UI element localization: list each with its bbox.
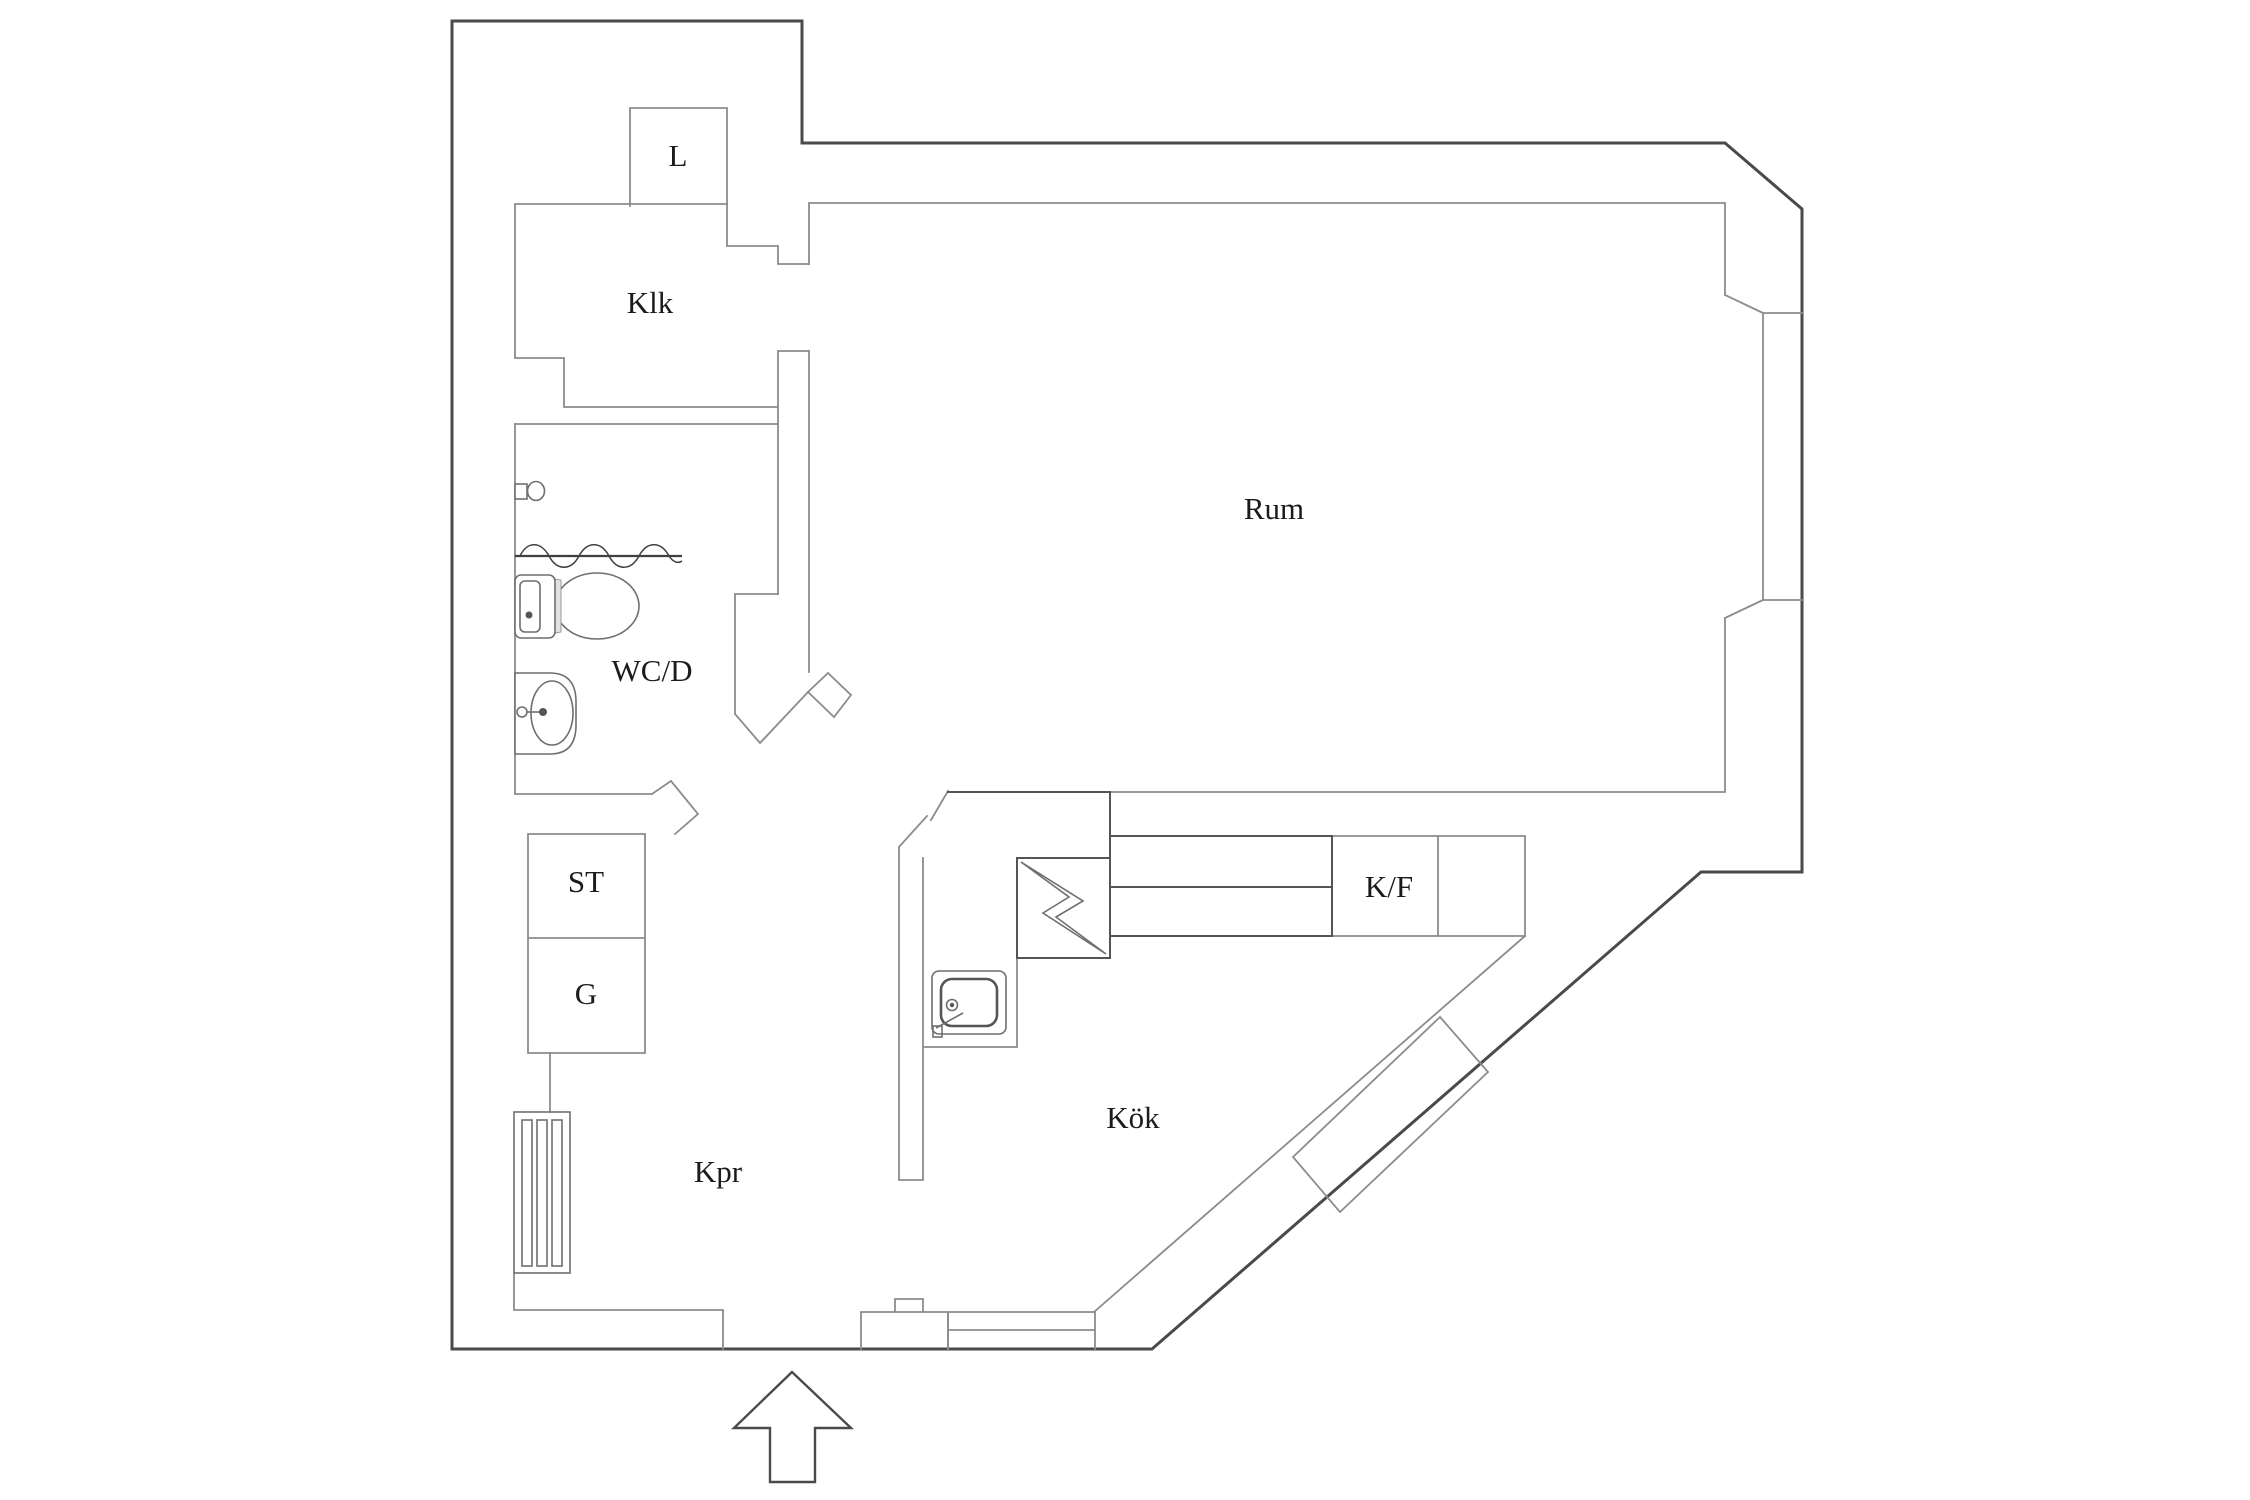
entrance-arrow-shape: [731, 1370, 855, 1484]
washbasin-tap-knob: [539, 708, 547, 716]
window-diagonal-wall: [1291, 1015, 1490, 1214]
entrance-arrow-icon: [731, 1370, 855, 1484]
room-label-rum: Rum: [1244, 491, 1304, 526]
wall-kitchen: [897, 789, 1018, 1181]
room-labels: L Klk Rum WC/D ST G Kpr Kök K/F: [568, 138, 1413, 1189]
shower-head-fixture: [514, 480, 546, 502]
wcd-fixtures: [514, 480, 683, 755]
room-label-g: G: [575, 976, 597, 1011]
toilet-tank-lid: [519, 580, 541, 633]
room-label-wcd: WC/D: [612, 653, 693, 688]
room-label-klk: Klk: [627, 285, 674, 320]
room-label-kok: Kök: [1106, 1100, 1160, 1135]
shower-head-base: [514, 483, 528, 500]
outer-boundary: [450, 19, 1804, 1351]
closets-st-g: [527, 833, 646, 1113]
radiator-frame: [513, 1111, 571, 1274]
wall-klk: [514, 203, 810, 595]
kitchen-fixtures: [931, 791, 1333, 1038]
shower-curtain: [515, 544, 683, 568]
shower-head-knob: [526, 480, 546, 502]
toilet-fixture: [514, 572, 640, 640]
wall-wcd: [514, 423, 810, 836]
washbasin-bowl: [530, 680, 574, 746]
kitchen-faucet-base: [932, 1025, 943, 1038]
door-leaf-rum: [806, 671, 853, 719]
shower-curtain-wave: [519, 544, 683, 568]
washbasin-fixture: [514, 672, 577, 755]
room-label-kpr: Kpr: [694, 1154, 743, 1189]
kitchen-sink-basin: [939, 977, 999, 1028]
kitchen-sink-outer: [931, 970, 1007, 1035]
wall-rum: [808, 202, 1803, 793]
toilet-flush-button: [525, 611, 533, 619]
room-label-kf: K/F: [1365, 869, 1413, 904]
wall-entry-bottom: [513, 934, 1527, 1350]
kitchen-sink-drain: [945, 998, 959, 1012]
room-label-l: L: [669, 138, 688, 173]
stove-fixture: [1016, 857, 1111, 959]
radiator-slat: [551, 1119, 563, 1267]
kitchen-sink-drain-dot: [949, 1002, 955, 1008]
room-label-st: ST: [568, 864, 604, 899]
entrance-door: [860, 1298, 949, 1350]
wall-l-closet: [629, 107, 810, 265]
cabinet-kf: [1331, 835, 1526, 937]
toilet-bowl: [554, 572, 640, 640]
radiator-slat: [521, 1119, 533, 1267]
inner-walls: [513, 107, 1803, 1350]
kitchen-counter: [947, 791, 1333, 937]
outer-walls: [450, 19, 1804, 1351]
radiator-slat: [536, 1119, 548, 1267]
radiator-fixture: [513, 1111, 571, 1274]
stove-bolt-symbol: [1020, 861, 1107, 955]
kitchen-sink-fixture: [931, 970, 1007, 1038]
toilet-tank: [514, 574, 556, 639]
